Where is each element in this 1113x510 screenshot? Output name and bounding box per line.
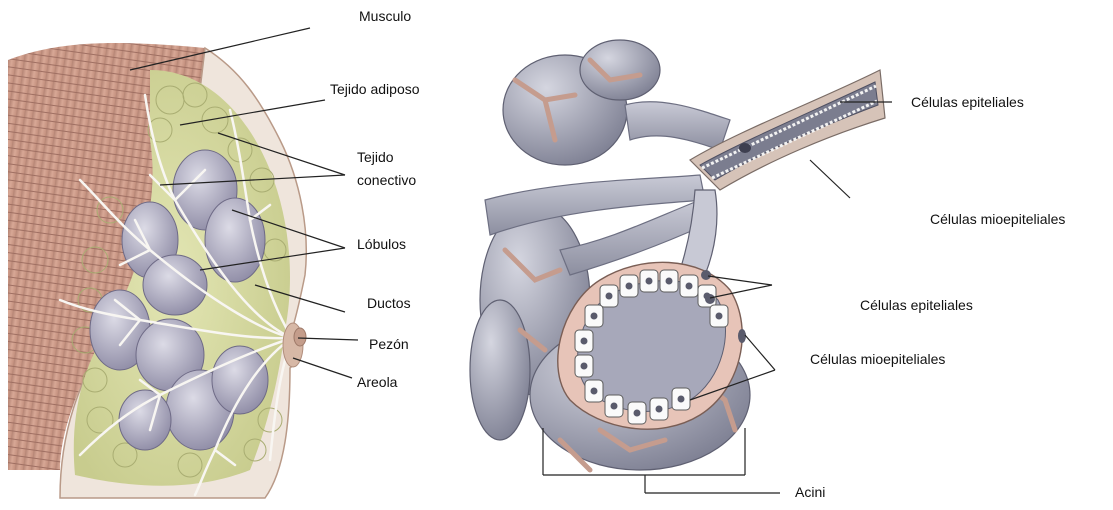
label-celulas-mioepiteliales-top: Células mioepiteliales xyxy=(930,210,1065,228)
nipple xyxy=(294,328,306,346)
label-pezon: Pezón xyxy=(369,335,409,353)
label-lobulos: Lóbulos xyxy=(357,235,406,253)
label-musculo: Musculo xyxy=(359,7,411,25)
label-acini: Acini xyxy=(795,483,825,501)
label-tejido-adiposo: Tejido adiposo xyxy=(330,80,420,98)
acini-detail xyxy=(470,40,892,493)
label-celulas-epiteliales-top: Células epiteliales xyxy=(911,93,1024,111)
breast-cross-section xyxy=(8,28,358,498)
label-tejido-conectivo-line2: conectivo xyxy=(357,171,416,189)
label-ductos: Ductos xyxy=(367,294,411,312)
label-areola: Areola xyxy=(357,373,397,391)
label-celulas-mioepiteliales-mid: Células mioepiteliales xyxy=(810,350,945,368)
label-celulas-epiteliales-mid: Células epiteliales xyxy=(860,296,973,314)
label-tejido-conectivo-line1: Tejido xyxy=(357,148,394,166)
